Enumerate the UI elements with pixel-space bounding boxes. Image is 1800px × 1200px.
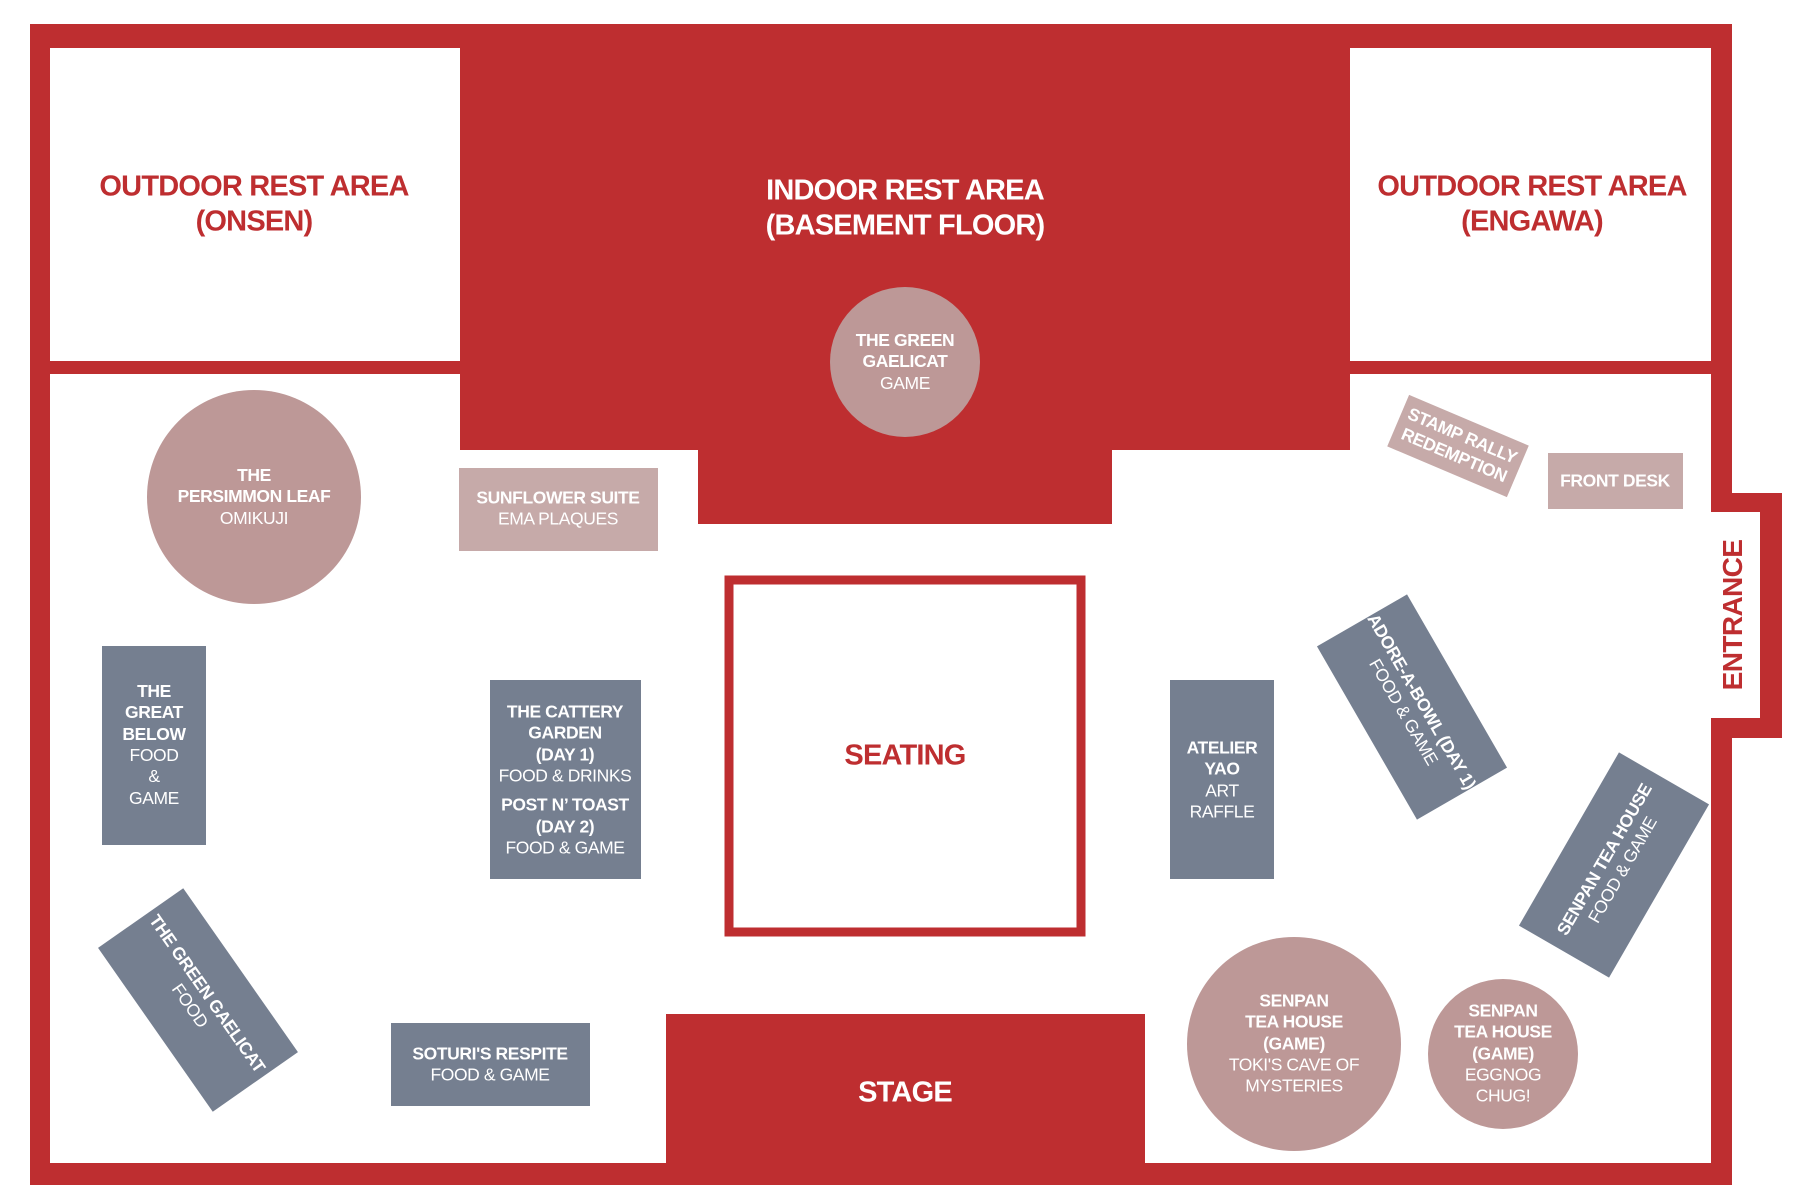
indoor-basement-label: INDOOR REST AREA (BASEMENT FLOOR) bbox=[765, 174, 1046, 242]
cattery-garden-label: THE CATTERY GARDEN (DAY 1) FOOD & DRINKS… bbox=[498, 701, 632, 858]
great-below-label: THE GREAT BELOW FOOD & GAME bbox=[122, 680, 186, 808]
booth-great-below[interactable] bbox=[102, 646, 206, 845]
booth-stamp-rally[interactable] bbox=[1387, 394, 1529, 498]
entrance-label: ENTRANCE bbox=[1717, 539, 1748, 691]
booth-senpan-tea-house[interactable] bbox=[1518, 752, 1710, 978]
atelier-yao-label: ATELIER YAO ART RAFFLE bbox=[1186, 737, 1258, 822]
booth-adore-a-bowl[interactable] bbox=[1316, 594, 1508, 820]
senpan-tokis-cave-label: SENPAN TEA HOUSE (GAME) TOKI'S CAVE OF M… bbox=[1228, 990, 1360, 1097]
booth-persimmon-leaf[interactable] bbox=[147, 390, 361, 604]
seating-label: SEATING bbox=[844, 739, 966, 772]
sunflower-suite-label: SUNFLOWER SUITE EMA PLAQUES bbox=[476, 487, 640, 529]
outdoor-engawa-label: OUTDOOR REST AREA (ENGAWA) bbox=[1377, 170, 1687, 238]
outdoor-rest-area-onsen bbox=[50, 48, 460, 361]
booth-senpan-tokis-cave[interactable] bbox=[1187, 937, 1401, 1151]
booth-cattery-garden[interactable] bbox=[490, 680, 641, 879]
persimmon-leaf-label: THE PERSIMMON LEAF OMIKUJI bbox=[177, 464, 331, 528]
senpan-eggnog-chug-label: SENPAN TEA HOUSE (GAME) EGGNOG CHUG! bbox=[1454, 1000, 1552, 1107]
soturis-respite-label: SOTURI'S RESPITE FOOD & GAME bbox=[412, 1043, 568, 1085]
booth-green-gaelicat-game[interactable] bbox=[830, 287, 980, 437]
outdoor-rest-area-engawa bbox=[1350, 48, 1711, 361]
front-desk-label: FRONT DESK bbox=[1560, 470, 1670, 491]
post-n-toast-name: POST N’ TOAST bbox=[501, 794, 629, 815]
seating-area bbox=[724, 575, 1086, 937]
booth-senpan-eggnog-chug[interactable] bbox=[1428, 979, 1578, 1129]
booth-sunflower-suite[interactable] bbox=[459, 468, 658, 551]
booth-atelier-yao[interactable] bbox=[1170, 680, 1274, 879]
green-gaelicat-game-label: THE GREEN GAELICAT GAME bbox=[855, 329, 955, 393]
booth-green-gaelicat-food[interactable] bbox=[98, 888, 298, 1112]
booth-front-desk[interactable] bbox=[1548, 453, 1683, 509]
stage-label: STAGE bbox=[858, 1076, 953, 1109]
booth-soturis-respite[interactable] bbox=[391, 1023, 590, 1106]
outdoor-onsen-label: OUTDOOR REST AREA (ONSEN) bbox=[99, 170, 409, 238]
